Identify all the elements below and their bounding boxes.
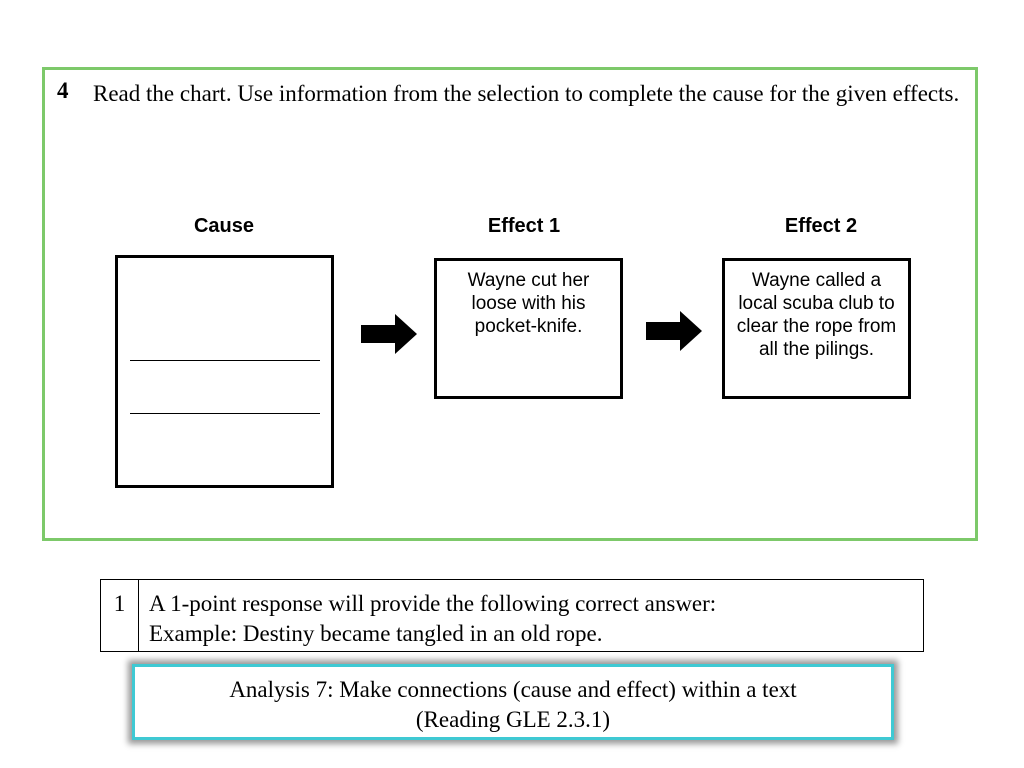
cause-header: Cause (193, 215, 255, 237)
standard-line-1: Analysis 7: Make connections (cause and … (229, 677, 797, 702)
standard-box: Analysis 7: Make connections (cause and … (132, 664, 894, 740)
question-frame: 4 Read the chart. Use information from t… (42, 67, 978, 541)
effect1-text: Wayne cut her loose with his pocket-knif… (467, 270, 590, 337)
question-number: 4 (57, 78, 69, 103)
answer-blank-line[interactable] (130, 360, 320, 361)
standard-line-2: (Reading GLE 2.3.1) (415, 707, 611, 732)
cause-answer-box[interactable] (115, 255, 334, 488)
effect1-header: Effect 1 (487, 215, 561, 237)
question-prompt: Read the chart. Use information from the… (93, 81, 960, 106)
right-arrow-icon (646, 311, 702, 351)
effect2-header: Effect 2 (784, 215, 858, 237)
score-example: Example: Destiny became tangled in an ol… (149, 621, 603, 646)
answer-blank-line[interactable] (130, 413, 320, 414)
right-arrow-icon (361, 314, 417, 354)
score-line-1: A 1-point response will provide the foll… (149, 591, 717, 616)
effect1-box: Wayne cut her loose with his pocket-knif… (434, 258, 623, 399)
effect2-text: Wayne called a local scuba club to clear… (736, 270, 897, 360)
effect2-box: Wayne called a local scuba club to clear… (722, 258, 911, 399)
scoring-table: 1 A 1-point response will provide the fo… (100, 579, 924, 652)
score-description: A 1-point response will provide the foll… (139, 580, 716, 651)
score-points: 1 (101, 580, 139, 651)
